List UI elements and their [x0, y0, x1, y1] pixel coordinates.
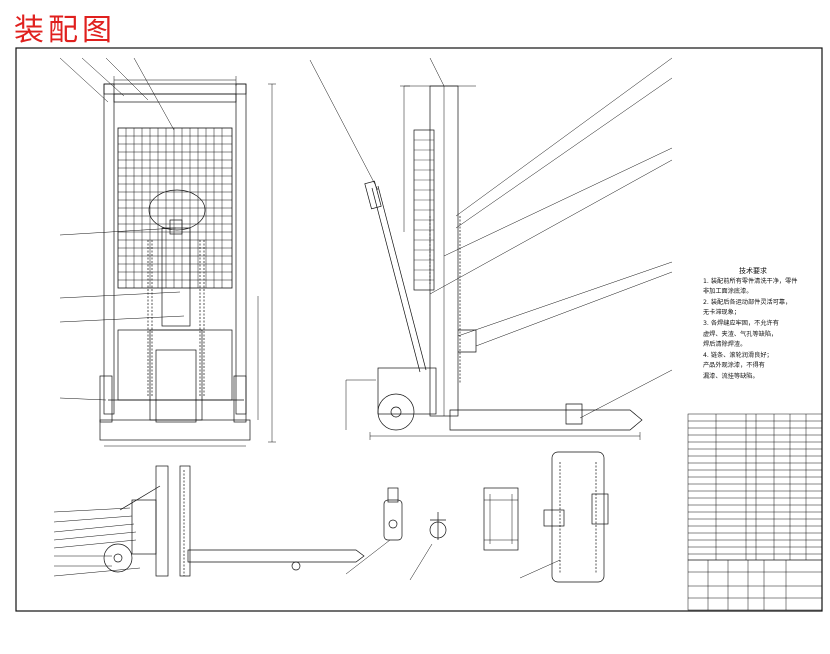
note-line: 3. 各焊缝应牢固，不允许有	[703, 319, 779, 327]
note-line: 虚焊、夹渣、气孔等缺陷，	[703, 330, 778, 338]
side-view	[309, 57, 673, 440]
note-line: 无卡滞现象；	[703, 309, 741, 317]
front-view	[59, 57, 276, 447]
note-line: 2. 装配后各运动部件灵活可靠，	[703, 298, 792, 306]
small-side-view	[53, 465, 365, 577]
note-line: 4. 链条、滚轮润滑良好；	[703, 351, 773, 359]
note-line: 产品外观涂漆，不得有	[703, 362, 765, 370]
notes-title: 技术要求	[739, 267, 767, 275]
detail-views	[345, 451, 609, 583]
note-line: 焊后清除焊渣。	[703, 341, 747, 349]
drawing-frame	[15, 47, 823, 612]
technical-requirements: 技术要求 1. 装配前所有零件清洗干净，零件 非加工面涂底漆。 2. 装配后各运…	[703, 266, 798, 383]
note-line: 非加工面涂底漆。	[703, 288, 753, 296]
note-line: 漏漆、流挂等缺陷。	[703, 372, 759, 380]
note-line: 1. 装配前所有零件清洗干净，零件	[703, 277, 798, 285]
page-title: 装配图	[14, 13, 116, 48]
parts-list	[687, 413, 823, 611]
